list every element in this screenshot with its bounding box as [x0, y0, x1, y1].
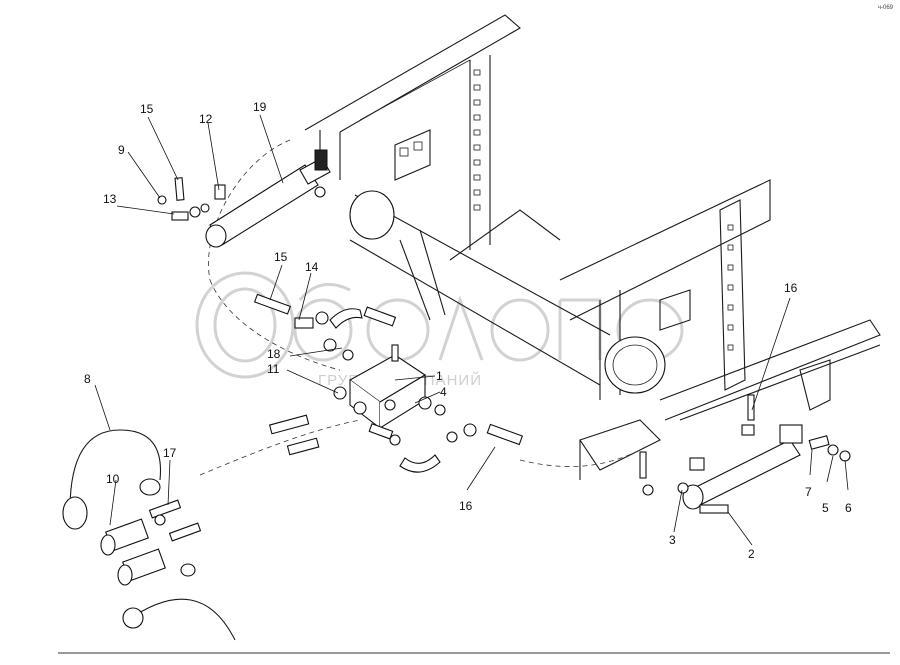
callout-15-upper: 15	[140, 102, 154, 116]
quick-couplings	[62, 429, 236, 641]
callout-17: 17	[163, 446, 177, 460]
page-id: ч-069	[878, 5, 894, 11]
callout-16-right: 16	[784, 281, 798, 295]
callout-12: 12	[199, 112, 213, 126]
callout-16-lower: 16	[459, 499, 473, 513]
callout-19: 19	[253, 100, 267, 114]
callout-1: 1	[436, 369, 443, 383]
callout-3: 3	[669, 533, 676, 547]
hydraulic-cylinder-upper	[205, 149, 331, 248]
callout-11: 11	[267, 362, 280, 376]
callout-10: 10	[106, 472, 120, 486]
callout-18: 18	[267, 347, 281, 361]
machine-frame	[199, 14, 881, 480]
callout-8: 8	[84, 372, 91, 386]
callout-7: 7	[805, 485, 812, 499]
callout-5: 5	[822, 501, 829, 515]
callout-14: 14	[305, 260, 319, 274]
post-holes	[473, 69, 481, 211]
callout-2: 2	[748, 547, 755, 561]
callout-15-middle: 15	[274, 250, 288, 264]
callout-9: 9	[118, 143, 125, 157]
upper-fittings	[157, 177, 226, 221]
rail-holes	[727, 224, 734, 351]
callout-leaders	[94, 114, 849, 546]
callout-4: 4	[440, 385, 447, 399]
callouts: 1 2 3 4 5 6 7 8 9 10 11 12 13 14 15 15 1…	[84, 100, 852, 561]
hydraulic-cylinder-lower	[639, 394, 851, 514]
hose-fittings-center	[253, 293, 524, 473]
callout-13: 13	[103, 192, 117, 206]
callout-6: 6	[845, 501, 852, 515]
